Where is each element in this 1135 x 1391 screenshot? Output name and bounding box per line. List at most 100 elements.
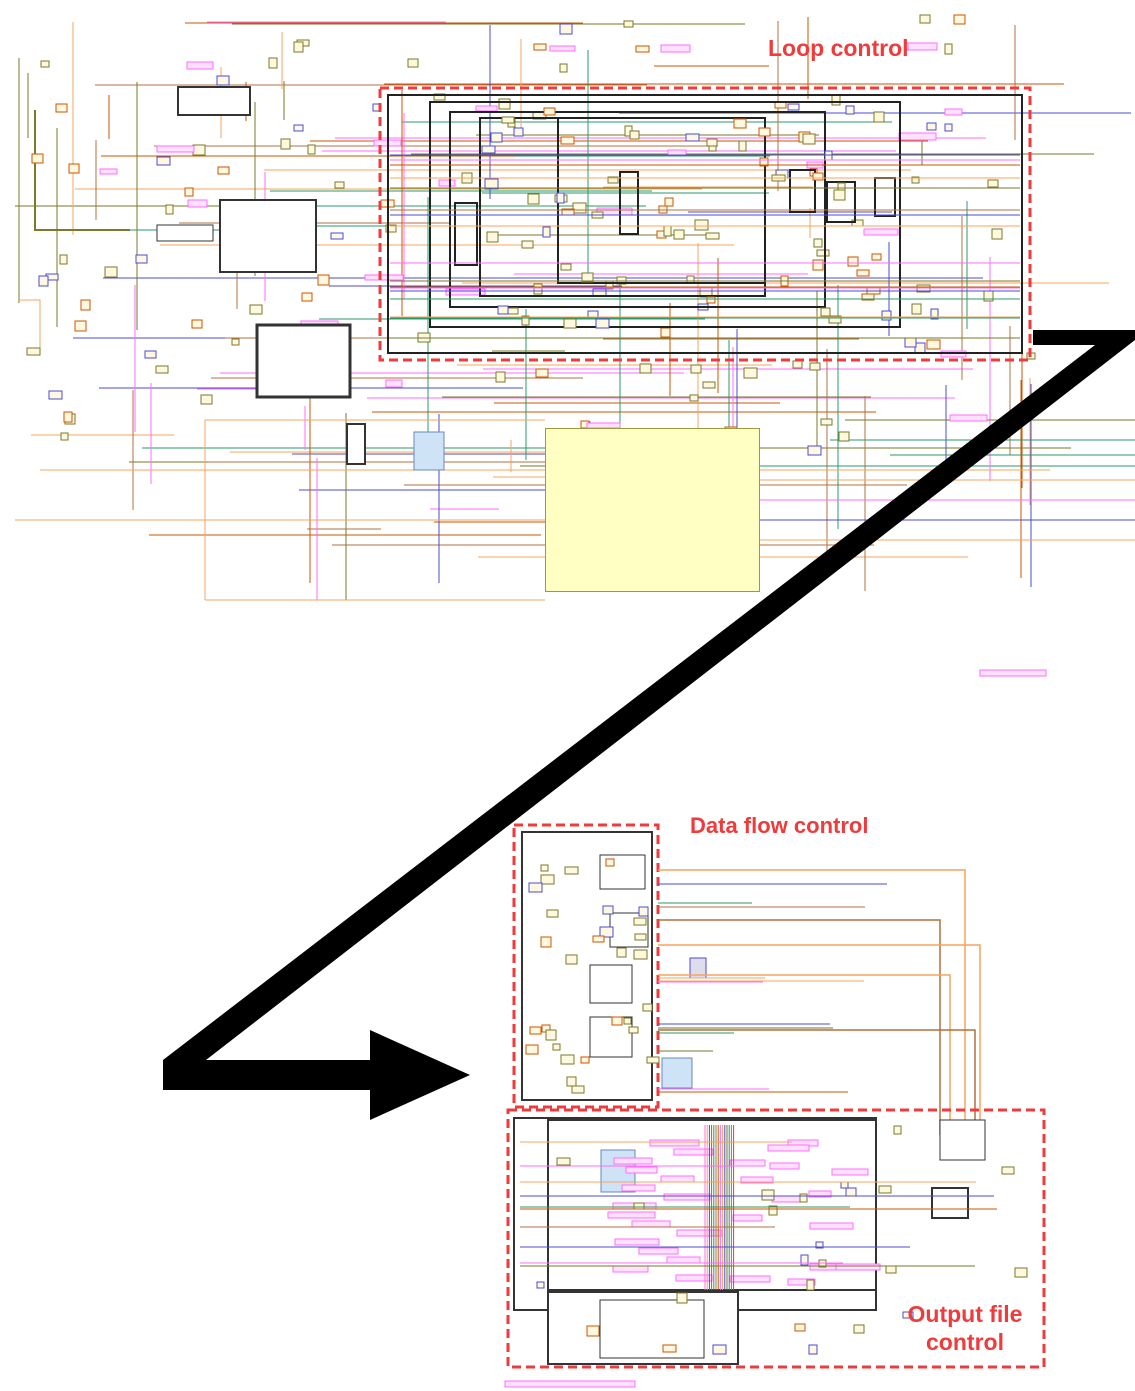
function-node: [686, 134, 699, 141]
terminal-label: [365, 275, 403, 280]
terminal-label: [733, 1215, 762, 1221]
output-file-control-label-line2: control: [890, 1328, 1040, 1356]
function-node: [529, 883, 542, 892]
output-file-control-label: Output file control: [890, 1300, 1040, 1356]
function-node: [841, 1182, 848, 1188]
function-node: [560, 24, 572, 34]
function-node: [331, 233, 343, 239]
function-node: [643, 1004, 652, 1011]
function-node: [872, 254, 881, 260]
terminal-label: [980, 670, 1046, 676]
function-node: [617, 948, 626, 957]
function-node: [664, 226, 671, 236]
function-node: [886, 1266, 896, 1273]
function-node: [502, 117, 514, 123]
function-node: [541, 937, 551, 947]
function-node: [846, 1188, 856, 1196]
function-node: [762, 1190, 774, 1200]
function-node: [572, 1086, 584, 1093]
case-structure: [932, 1188, 968, 1218]
terminal-label: [832, 1169, 868, 1175]
function-node: [281, 139, 290, 149]
function-node: [927, 123, 936, 130]
terminal-label: [386, 380, 402, 387]
terminal-label: [639, 1248, 678, 1254]
case-structure: [558, 118, 765, 283]
wire: [205, 420, 545, 600]
function-node: [674, 230, 684, 239]
function-node: [814, 239, 822, 247]
function-node: [145, 351, 156, 358]
function-node: [665, 198, 673, 206]
function-node: [217, 76, 229, 85]
function-node: [561, 137, 574, 144]
function-node: [69, 164, 79, 173]
function-node: [882, 311, 891, 320]
function-node: [588, 311, 598, 317]
function-node: [629, 1027, 638, 1033]
function-node: [800, 1194, 807, 1202]
function-node: [795, 1324, 805, 1331]
function-node: [335, 182, 344, 188]
subvi: [347, 424, 365, 464]
function-node: [596, 319, 609, 328]
function-node: [703, 382, 715, 388]
function-node: [624, 1018, 631, 1024]
function-node: [530, 1027, 541, 1034]
function-node: [945, 124, 952, 131]
terminal-label: [730, 1160, 765, 1166]
terminal-label: [632, 1221, 670, 1227]
function-node: [920, 15, 930, 23]
function-node: [832, 95, 840, 105]
sequence-structure: [480, 118, 765, 296]
loop-control-label: Loop control: [768, 34, 909, 62]
function-node: [707, 297, 715, 303]
function-node: [759, 128, 770, 136]
function-node: [560, 64, 567, 72]
function-node: [508, 308, 518, 314]
function-node: [593, 289, 606, 296]
terminal-label: [664, 1194, 710, 1200]
function-node: [690, 395, 698, 401]
subvi: [940, 1120, 985, 1160]
function-node: [639, 907, 648, 916]
terminal-label: [950, 415, 987, 421]
function-node: [564, 319, 576, 328]
function-node: [839, 432, 849, 441]
function-node: [546, 1030, 556, 1040]
function-node: [269, 58, 277, 68]
function-node: [603, 906, 613, 914]
function-node: [707, 139, 717, 146]
terminal-label: [668, 150, 686, 155]
function-node: [640, 364, 651, 373]
function-node: [1002, 1167, 1014, 1174]
terminal-label: [157, 146, 194, 152]
function-node: [848, 257, 858, 266]
terminal-label: [899, 133, 936, 140]
function-node: [294, 125, 303, 131]
function-node: [834, 190, 845, 200]
function-node: [634, 918, 646, 925]
terminal-label: [770, 1163, 799, 1169]
function-node: [294, 42, 303, 52]
function-node: [612, 1017, 622, 1025]
function-node: [634, 1203, 644, 1209]
terminal-label: [661, 45, 690, 52]
function-node: [647, 1057, 659, 1063]
function-node: [713, 1345, 726, 1354]
terminal-label: [100, 169, 117, 174]
terminal-label: [613, 1266, 648, 1272]
case-structure: [257, 325, 350, 397]
function-node: [593, 936, 604, 942]
terminal-label: [622, 1185, 655, 1191]
terminal-label: [836, 1264, 880, 1270]
function-node: [496, 372, 505, 382]
function-node: [541, 875, 554, 884]
function-node: [105, 267, 117, 277]
function-node: [61, 433, 68, 440]
function-node: [573, 203, 586, 213]
function-node: [606, 859, 614, 866]
function-node: [561, 1055, 574, 1064]
